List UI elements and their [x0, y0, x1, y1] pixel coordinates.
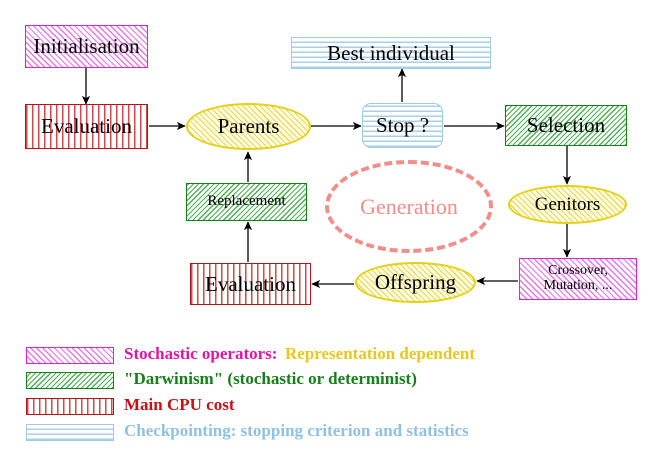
- node-offspring[interactable]: Offspring: [355, 262, 476, 303]
- node-evaluation-top[interactable]: Evaluation: [25, 104, 148, 149]
- legend-label-representation: Representation dependent: [285, 344, 475, 363]
- legend-swatch-cpu: [26, 398, 114, 415]
- node-generation: Generation: [325, 160, 493, 253]
- node-evaluation-bottom[interactable]: Evaluation: [190, 263, 311, 305]
- node-genitors[interactable]: Genitors: [508, 185, 627, 224]
- legend-label-darwinism: "Darwinism" (stochastic or determinist): [124, 369, 417, 388]
- node-stop[interactable]: Stop ?: [362, 103, 443, 148]
- node-replacement[interactable]: Replacement: [186, 183, 307, 221]
- node-parents[interactable]: Parents: [186, 103, 311, 150]
- legend-label-checkpointing: Checkpointing: stopping criterion and st…: [124, 421, 469, 440]
- node-selection[interactable]: Selection: [505, 105, 627, 146]
- legend-swatch-checkpointing: [26, 424, 114, 441]
- node-initialisation[interactable]: Initialisation: [25, 25, 148, 68]
- node-best-individual[interactable]: Best individual: [291, 37, 491, 69]
- legend-swatch-stochastic: [26, 347, 114, 364]
- legend-label-cpu: Main CPU cost: [124, 395, 235, 414]
- node-crossover-mutation[interactable]: Crossover, Mutation, ...: [519, 258, 637, 300]
- legend-label-stochastic: Stochastic operators:: [124, 344, 278, 363]
- legend-swatch-darwinism: [26, 372, 114, 389]
